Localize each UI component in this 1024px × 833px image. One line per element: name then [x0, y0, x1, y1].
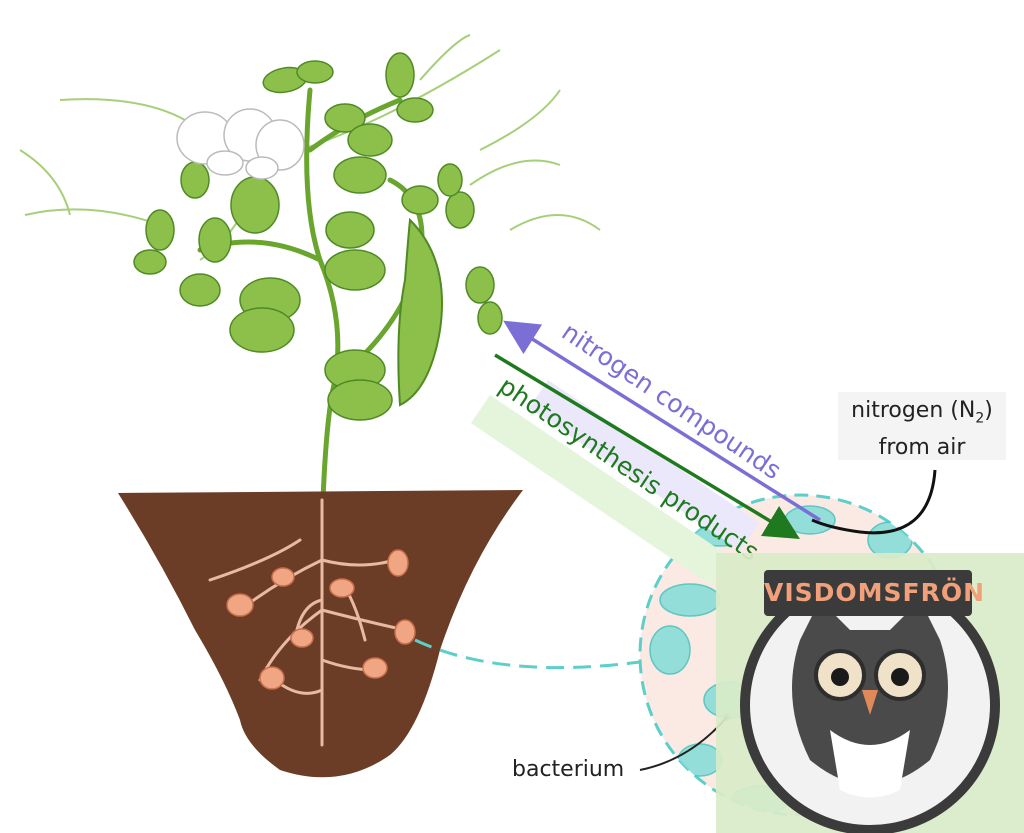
nitrogen-air-line1-post: ): [984, 398, 993, 423]
nitrogen-air-leader: [811, 469, 937, 535]
photosynthesis-products-arrow: [494, 353, 800, 540]
flowers: [176, 108, 305, 180]
leaves: [133, 52, 503, 421]
pea-pod: [397, 217, 443, 407]
nitrogen-air-line1-pre: nitrogen (N: [851, 398, 976, 423]
owl-icon: [792, 600, 948, 798]
nitrogen-compounds-label-bg: [528, 380, 760, 551]
root-nodules: [226, 549, 416, 690]
zoom-connector: [414, 638, 641, 670]
nitrogen-air-line2: from air: [878, 435, 966, 461]
nitrogen-air-subscript: 2: [975, 410, 985, 427]
nitrogen-compounds-arrow: [503, 320, 821, 522]
nitrogen-air-label: nitrogen (N2) from air: [838, 392, 1006, 460]
watermark-logo: VISDOMSFRÖN: [764, 570, 984, 616]
photosynthesis-products-label-bg: [470, 395, 731, 586]
bacterium-label: bacterium: [512, 757, 625, 782]
